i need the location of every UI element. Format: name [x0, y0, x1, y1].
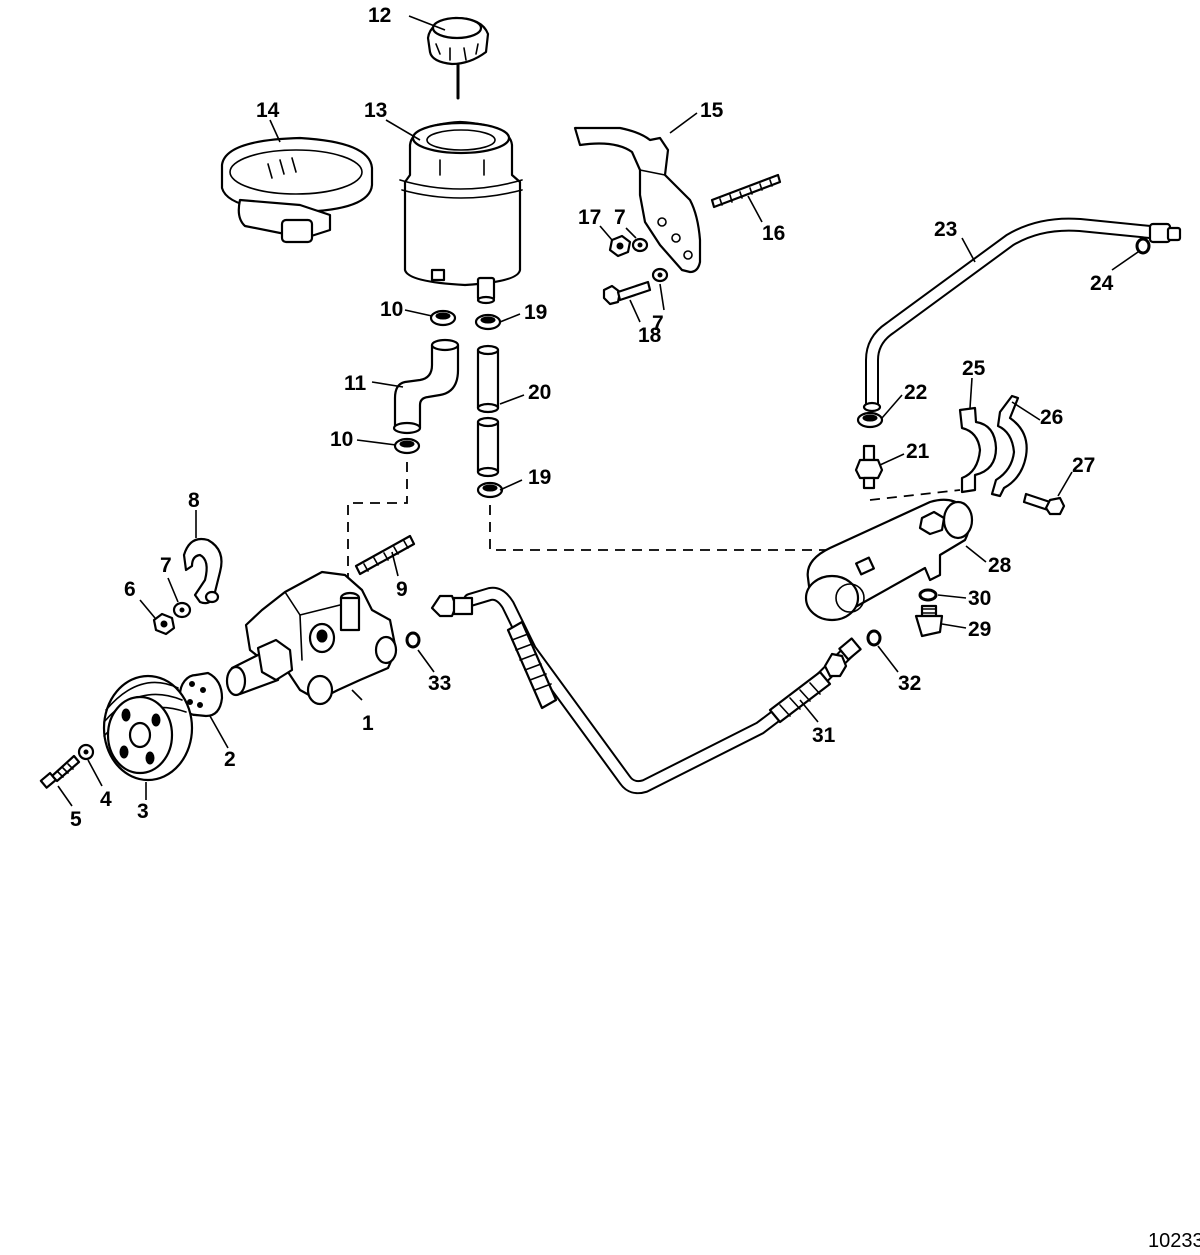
bracket-bolt [602, 280, 652, 306]
callout-10-lower: 10 [330, 428, 353, 451]
callout-14: 12 [368, 4, 391, 27]
callout-27: 27 [1072, 454, 1095, 477]
callout-22: 22 [904, 381, 927, 404]
small-hose-clamp-lower-left [393, 437, 421, 455]
reservoir-cap [426, 16, 490, 100]
large-hose-clamp [220, 136, 374, 244]
callout-20: 20 [528, 381, 551, 404]
callout-10-upper: 10 [380, 298, 403, 321]
callouts: 12 13 14 15 16 17 7 7 18 23 24 10 19 11 … [70, 4, 1114, 831]
pump-stud [354, 534, 416, 576]
callout-2: 2 [224, 748, 236, 771]
callout-18: 18 [638, 324, 662, 347]
routing-dash-fitting-to-cooler [869, 489, 961, 501]
o-ring-32 [866, 629, 882, 647]
callout-31: 31 [812, 724, 836, 747]
callout-19-upper: 19 [524, 301, 547, 324]
pulley-bolt [39, 754, 81, 789]
pulley-washer [77, 743, 95, 761]
bracket-washer-lower [651, 267, 669, 283]
cooler-return-line [862, 217, 1182, 413]
callout-16: 16 [762, 222, 785, 245]
hose-barb-fitting [854, 444, 884, 490]
clamp-bolt [1022, 492, 1066, 516]
return-hose-lower [476, 416, 500, 478]
callout-6: 6 [124, 578, 136, 601]
callout-7-pump: 7 [160, 554, 172, 577]
callout-26: 26 [1040, 406, 1063, 429]
power-steering-pump [225, 570, 398, 706]
callout-33: 33 [428, 672, 451, 695]
callout-28: 28 [988, 554, 1012, 577]
bracket-washer-upper [631, 237, 649, 253]
callout-19-lower: 19 [528, 466, 551, 489]
mounting-clamp-26 [990, 394, 1028, 498]
clamp-washer [172, 601, 192, 619]
o-ring-30 [918, 588, 938, 602]
bracket-nut [608, 234, 632, 258]
callout-24: 24 [1090, 272, 1114, 295]
callout-3: 3 [137, 800, 149, 823]
callout-17: 17 [578, 206, 601, 229]
callout-21: 21 [906, 440, 930, 463]
hose-clamp-upper-right [474, 313, 502, 331]
callout-11: 11 [344, 372, 367, 395]
routing-dash-return-to-cooler [489, 505, 865, 551]
routing-dash-hose-to-pump [347, 462, 408, 585]
callout-29: 29 [968, 618, 991, 641]
leader-lines [57, 15, 1139, 807]
callout-9: 9 [396, 578, 408, 601]
hose-clamp-lower-right [476, 481, 504, 499]
drive-pulley [102, 674, 194, 782]
formed-supply-hose [392, 338, 460, 435]
callout-23: 23 [934, 218, 957, 241]
small-hose-clamp-upper-left [429, 309, 457, 327]
reservoir-mounting-bracket [573, 126, 702, 274]
callout-7-lower: 7 [652, 312, 664, 335]
pressure-hose-assembly [430, 586, 862, 795]
p-clamp [182, 537, 223, 605]
callout-1: 1 [362, 712, 374, 735]
callout-4: 4 [100, 788, 112, 811]
o-ring-33 [405, 631, 421, 649]
cooler-hose-clamp [856, 411, 884, 429]
callout-8: 8 [188, 489, 200, 512]
drain-plug [914, 604, 944, 638]
fluid-cooler [804, 498, 974, 622]
callout-25: 25 [962, 357, 986, 380]
mounting-stud [710, 173, 782, 209]
callout-15: 15 [700, 99, 724, 122]
callout-32: 32 [898, 672, 921, 695]
callout-13: 13 [364, 99, 387, 122]
callout-30: 30 [968, 587, 991, 610]
o-ring-24 [1135, 237, 1151, 255]
power-steering-reservoir [399, 120, 523, 305]
figure-number: 10233 [1148, 1230, 1200, 1252]
clamp-nut [152, 612, 176, 636]
callout-12: 14 [256, 99, 280, 122]
callout-7-upper: 7 [614, 206, 626, 229]
return-hose-upper [476, 344, 500, 414]
callout-5: 5 [70, 808, 82, 831]
mounting-clamp-25 [958, 406, 998, 494]
